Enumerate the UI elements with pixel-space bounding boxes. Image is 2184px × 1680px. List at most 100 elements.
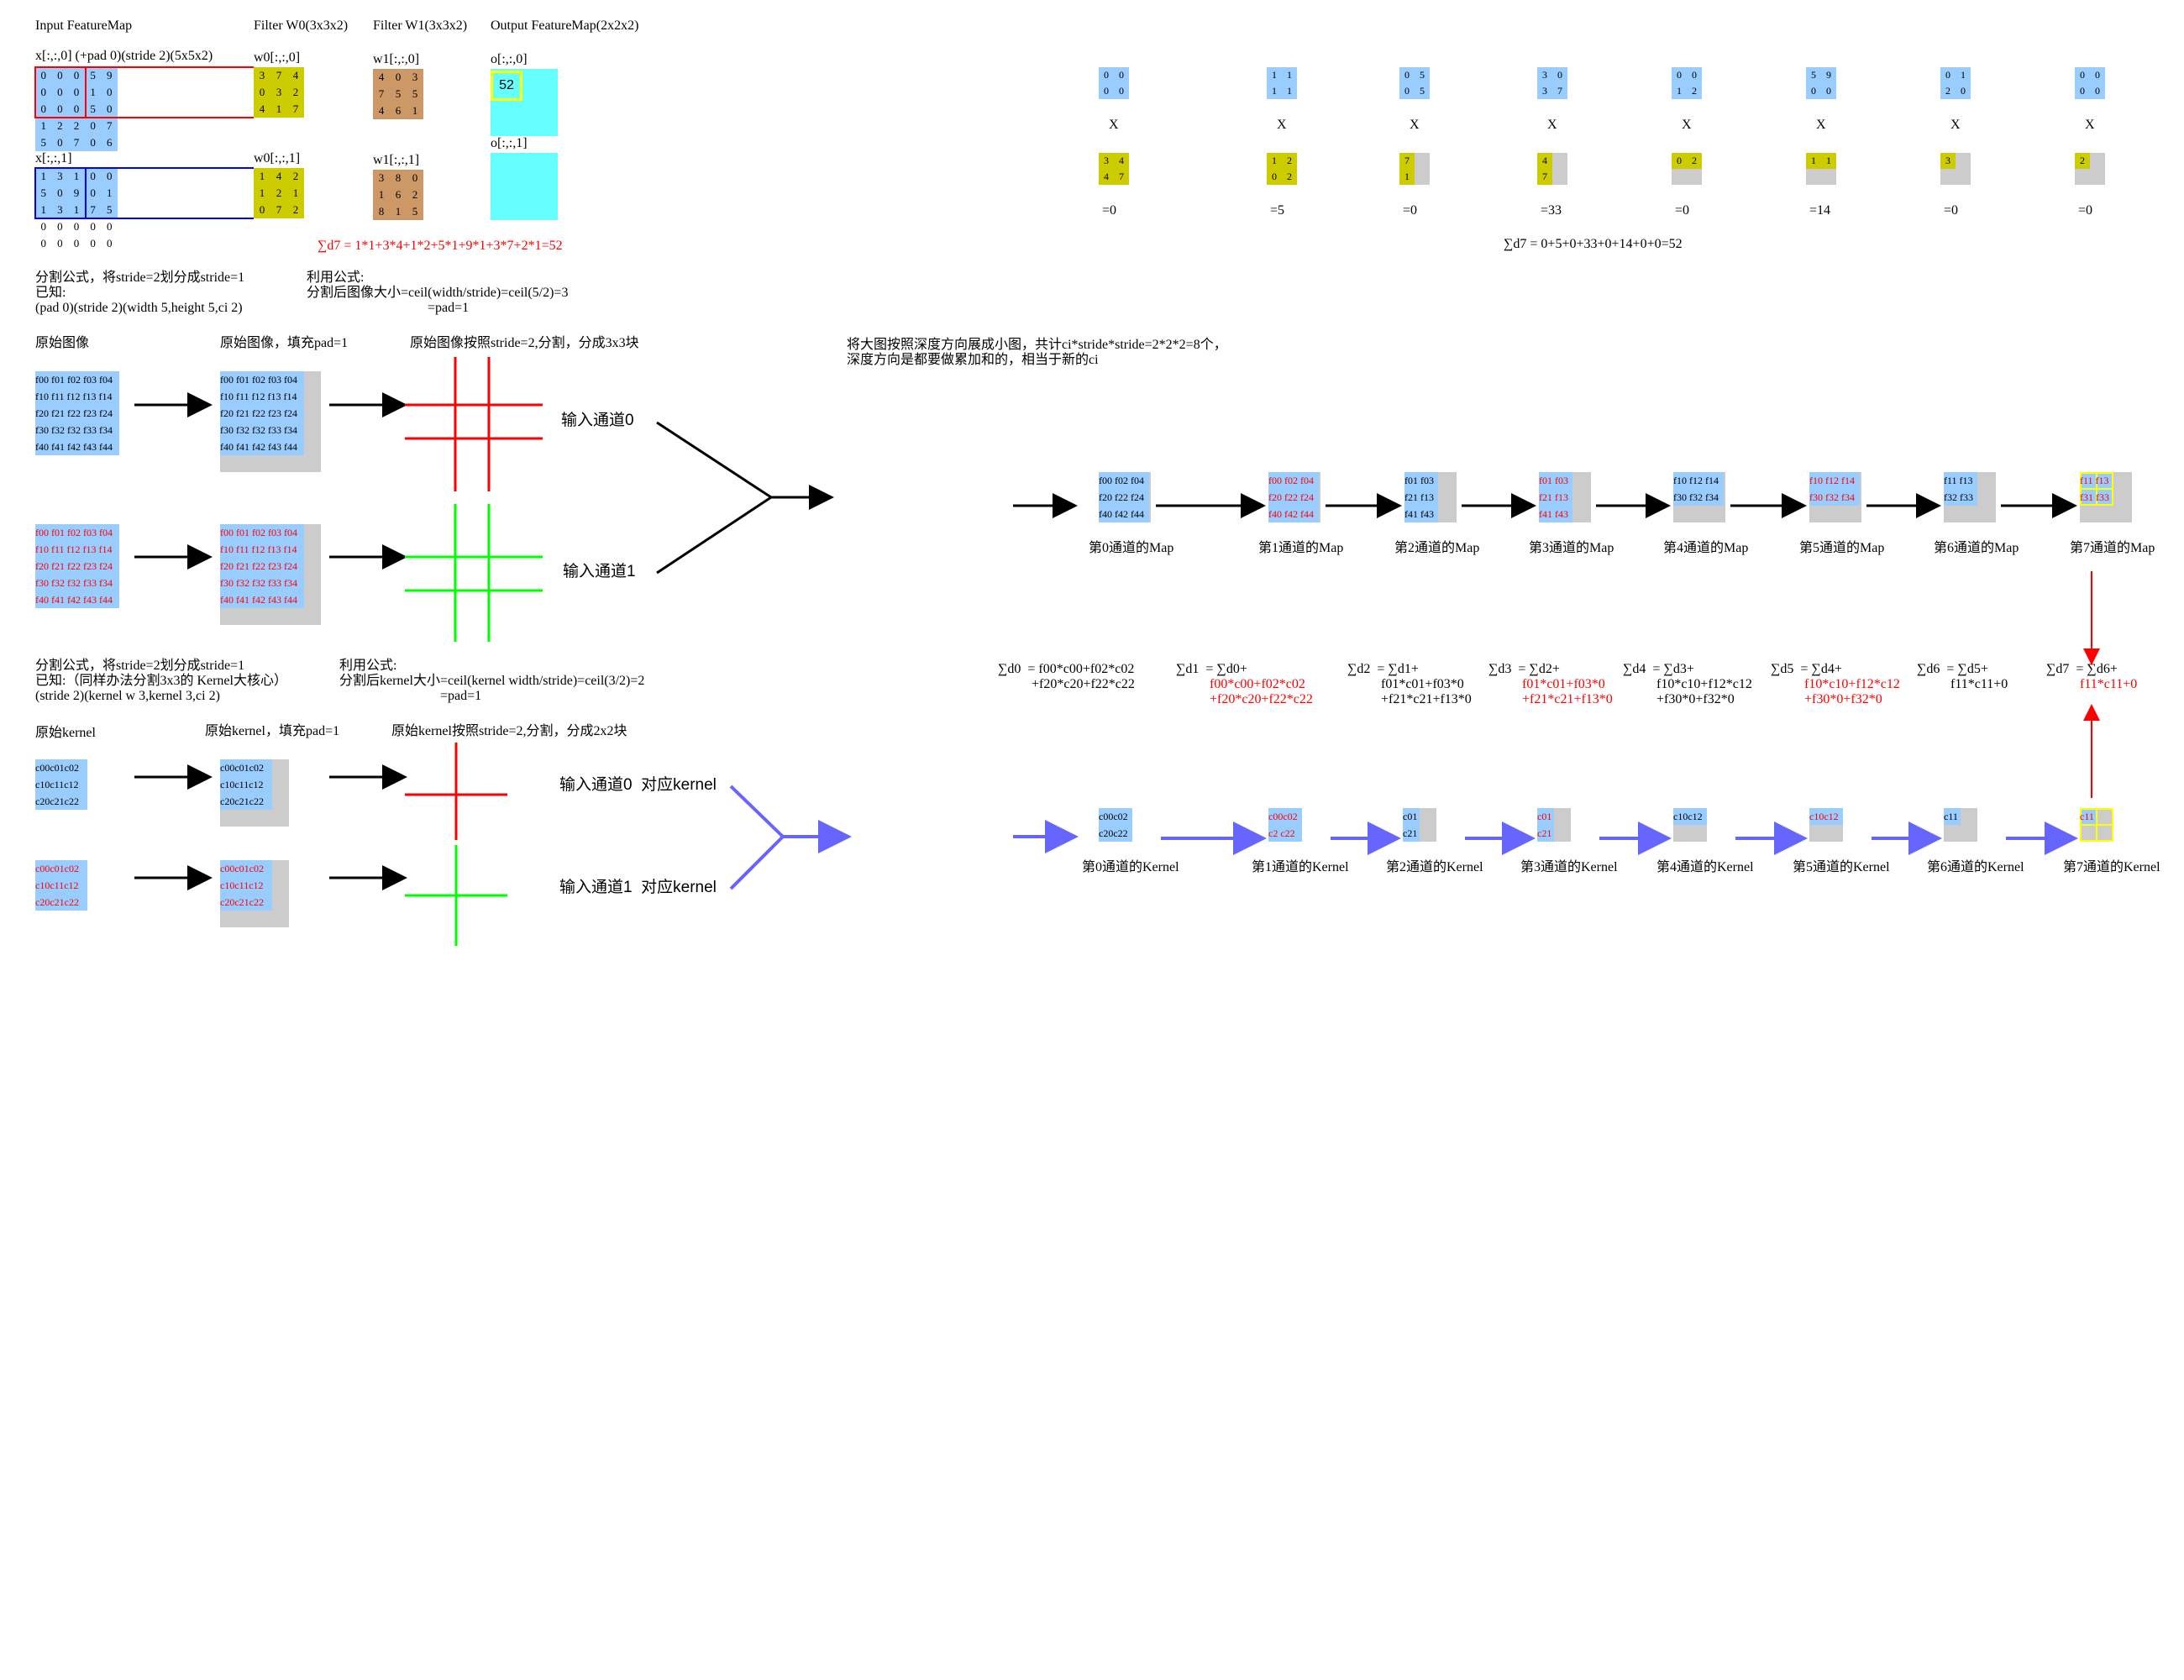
- input-window-red: [34, 66, 254, 118]
- map-fill: [1099, 472, 1149, 522]
- matrix-cell: 0: [73, 220, 80, 233]
- sum-line: f00*c00+f02*c02: [1210, 677, 1305, 691]
- matrix-cell: 0: [40, 220, 47, 233]
- matrix-cell: 2: [412, 188, 418, 201]
- kernel-row: c10c12: [1673, 811, 1703, 822]
- sum-head: ∑d1 = ∑d0+: [1176, 662, 1247, 676]
- times-sign: X: [1410, 118, 1420, 132]
- map-fill: [35, 759, 87, 810]
- sum-line: f01*c01+f03*0: [1522, 677, 1605, 691]
- matrix-cell: 4: [1104, 171, 1109, 182]
- matrix-cell: 0: [35, 84, 52, 101]
- sec1-ch1: 输入通道1: [563, 563, 636, 580]
- channel-kernel: c11: [2080, 808, 2113, 842]
- map-row: f40 f41 f42 f43 f44: [220, 594, 297, 606]
- kernel-row: c21: [1403, 827, 1418, 839]
- matrix-cell: 0: [68, 84, 85, 101]
- map-row: f41 f43: [1404, 508, 1434, 520]
- sum-head: ∑d2 = ∑d1+: [1347, 662, 1419, 676]
- matrix-cell: 0: [51, 101, 69, 118]
- kernel-row: c00c02: [1099, 811, 1128, 822]
- matrix-cell: 0: [1557, 69, 1562, 81]
- map-row: f01 f03: [1404, 475, 1434, 486]
- matrix-cell: 1: [35, 118, 52, 134]
- channel-map-label: 第4通道的Map: [1663, 541, 1749, 555]
- matrix-cell: 0: [35, 101, 52, 118]
- channel-map-label: 第6通道的Map: [1934, 541, 2019, 555]
- matrix-cell: 0: [84, 168, 102, 185]
- matrix-cell: 5: [84, 67, 102, 84]
- matrix-cell: 3: [259, 69, 265, 81]
- map-row: f31 f33: [2080, 491, 2109, 503]
- times-sign: X: [1816, 118, 1826, 132]
- map-row: f10 f11 f12 f13 f14: [220, 543, 297, 555]
- map-fill: [220, 371, 304, 455]
- map-row: f10 f12 f14: [1809, 475, 1855, 486]
- matrix-cell: 0: [51, 185, 69, 202]
- matrix-cell: 0: [1811, 85, 1816, 97]
- channel-map-label: 第1通道的Map: [1258, 541, 1344, 555]
- matrix-cell: 1: [1272, 155, 1277, 166]
- map-row: f30 f32 f32 f33 f34: [220, 577, 297, 589]
- matrix-cell: 1: [84, 84, 102, 101]
- map-fill: [1673, 472, 1724, 506]
- matrix-cell: 2: [1692, 85, 1697, 97]
- matrix-cell: 0: [1692, 69, 1697, 81]
- matrix-cell: 0: [84, 118, 102, 134]
- matrix-cell: 5: [101, 202, 118, 218]
- sum-line: f10*c10+f12*c12: [1804, 677, 1900, 691]
- matrix-cell: 3: [1542, 69, 1547, 81]
- kernel-row: c2 c22: [1268, 827, 1295, 839]
- sum-head: ∑d7 = ∑d6+: [2046, 662, 2118, 676]
- matrix-cell: 1: [1287, 69, 1292, 81]
- matrix-cell: 5: [35, 134, 52, 151]
- sec2-h-split: 原始kernel按照stride=2,分割，分成2x2块: [391, 724, 627, 738]
- matrix-cell: 0: [1961, 85, 1966, 97]
- map-row: c20c21c22: [220, 795, 264, 807]
- matrix-cell: 4: [378, 71, 385, 83]
- map-row: f11 f13: [1944, 475, 1973, 486]
- kernel-fill: [1944, 808, 1961, 825]
- matrix-cell: 0: [1404, 85, 1410, 97]
- header-output: Output FeatureMap(2x2x2): [491, 18, 639, 33]
- sum-line: +f30*0+f32*0: [1656, 692, 1735, 706]
- matrix-cell: 1: [276, 102, 282, 115]
- map-row: f10 f12 f14: [1673, 475, 1719, 486]
- map-row: f20 f21 f22 f23 f24: [220, 560, 297, 572]
- matrix-cell: 7: [1542, 171, 1547, 182]
- map-highlight: [2080, 472, 2113, 506]
- matrix-cell: 6: [395, 188, 402, 201]
- matrix-cell: 5: [412, 205, 418, 218]
- matrix-cell: 2: [51, 118, 69, 134]
- map-row: f30 f32 f32 f33 f34: [35, 577, 113, 589]
- kernel-row: c11: [1944, 811, 1958, 822]
- matrix-cell: 2: [292, 170, 299, 182]
- matrix-cell: 7: [1404, 155, 1410, 166]
- sum-line: +f20*c20+f22*c22: [1032, 677, 1135, 691]
- matrix-cell: 0: [412, 171, 418, 184]
- map-fill: [220, 524, 304, 608]
- matrix-cell: 5: [1811, 69, 1816, 81]
- matrix-cell: 0: [90, 220, 96, 233]
- sum-line: f10*c10+f12*c12: [1656, 677, 1752, 691]
- matrix-cell: 2: [276, 186, 282, 199]
- sec2-note-right: 利用公式: 分割后kernel大小=ceil(kernel width/stri…: [339, 659, 645, 703]
- matrix-cell: 7: [1557, 85, 1562, 97]
- kernel-fill: [1099, 808, 1132, 842]
- subprod-result: =0: [1102, 203, 1117, 218]
- sum-head: ∑d5 = ∑d4+: [1771, 662, 1842, 676]
- sec1-note-left: 分割公式，将stride=2划分成stride=1 已知: (pad 0)(st…: [35, 270, 245, 315]
- matrix-cell: 1: [101, 185, 118, 202]
- map-fill: [1944, 472, 1977, 506]
- merge-lines-blue: [729, 785, 852, 890]
- channel-map-label: 第0通道的Map: [1089, 541, 1174, 555]
- matrix-cell: 0: [259, 203, 265, 216]
